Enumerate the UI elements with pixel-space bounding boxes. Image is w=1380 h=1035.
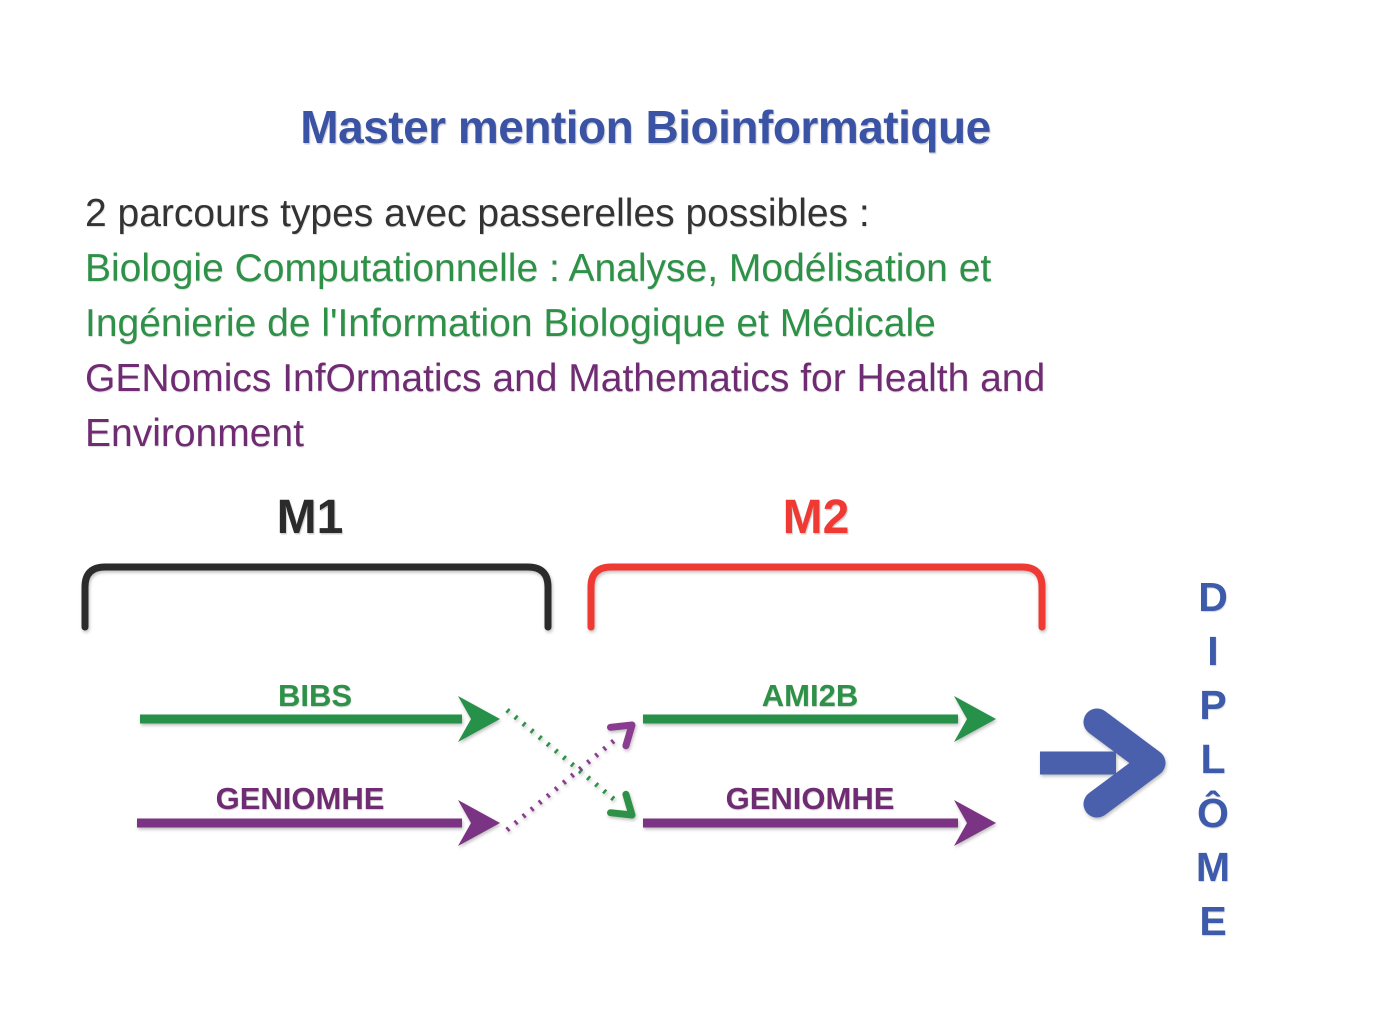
- intro-paragraph: 2 parcours types avec passerelles possib…: [85, 186, 1335, 461]
- diploma-letter: L: [1200, 736, 1226, 782]
- crossover-green-dotted-arrow: [505, 708, 636, 819]
- intro-line-bibs-2: Ingénierie de l'Information Biologique e…: [85, 302, 936, 345]
- bibs-track-label: BIBS: [277, 678, 353, 713]
- intro-line-geniomhe-2: Environment: [85, 412, 304, 455]
- intro-line-geniomhe-1: GENomics InfOrmatics and Mathematics for…: [85, 357, 1046, 400]
- m1-heading: M1: [276, 491, 344, 544]
- diploma-letter: Ô: [1197, 790, 1229, 836]
- geniomhe-m2-track-label: GENIOMHE: [725, 781, 895, 816]
- crossover-purple-dotted-arrow: [505, 721, 636, 832]
- diploma-letter: I: [1207, 628, 1219, 674]
- diploma-letter: E: [1199, 898, 1227, 944]
- bibs-arrow: [140, 696, 500, 742]
- diploma-vertical-label: D I P L Ô M E: [1180, 570, 1246, 948]
- ami2b-arrow: [643, 696, 996, 742]
- geniomhe-m1-arrow: [137, 800, 500, 846]
- diploma-big-arrow: [1040, 708, 1166, 818]
- page-title: Master mention Bioinformatique: [300, 101, 991, 153]
- intro-line-parcours: 2 parcours types avec passerelles possib…: [85, 192, 870, 235]
- diploma-letter: D: [1198, 574, 1228, 620]
- intro-line-bibs-1: Biologie Computationnelle : Analyse, Mod…: [85, 247, 992, 290]
- m2-bracket: [587, 563, 1046, 631]
- geniomhe-m2-arrow: [643, 800, 996, 846]
- m2-heading: M2: [782, 491, 850, 544]
- ami2b-track-label: AMI2B: [761, 678, 859, 713]
- m1-bracket: [81, 563, 552, 631]
- diploma-letter: M: [1195, 844, 1231, 890]
- diploma-letter: P: [1199, 682, 1227, 728]
- geniomhe-m1-track-label: GENIOMHE: [215, 781, 385, 816]
